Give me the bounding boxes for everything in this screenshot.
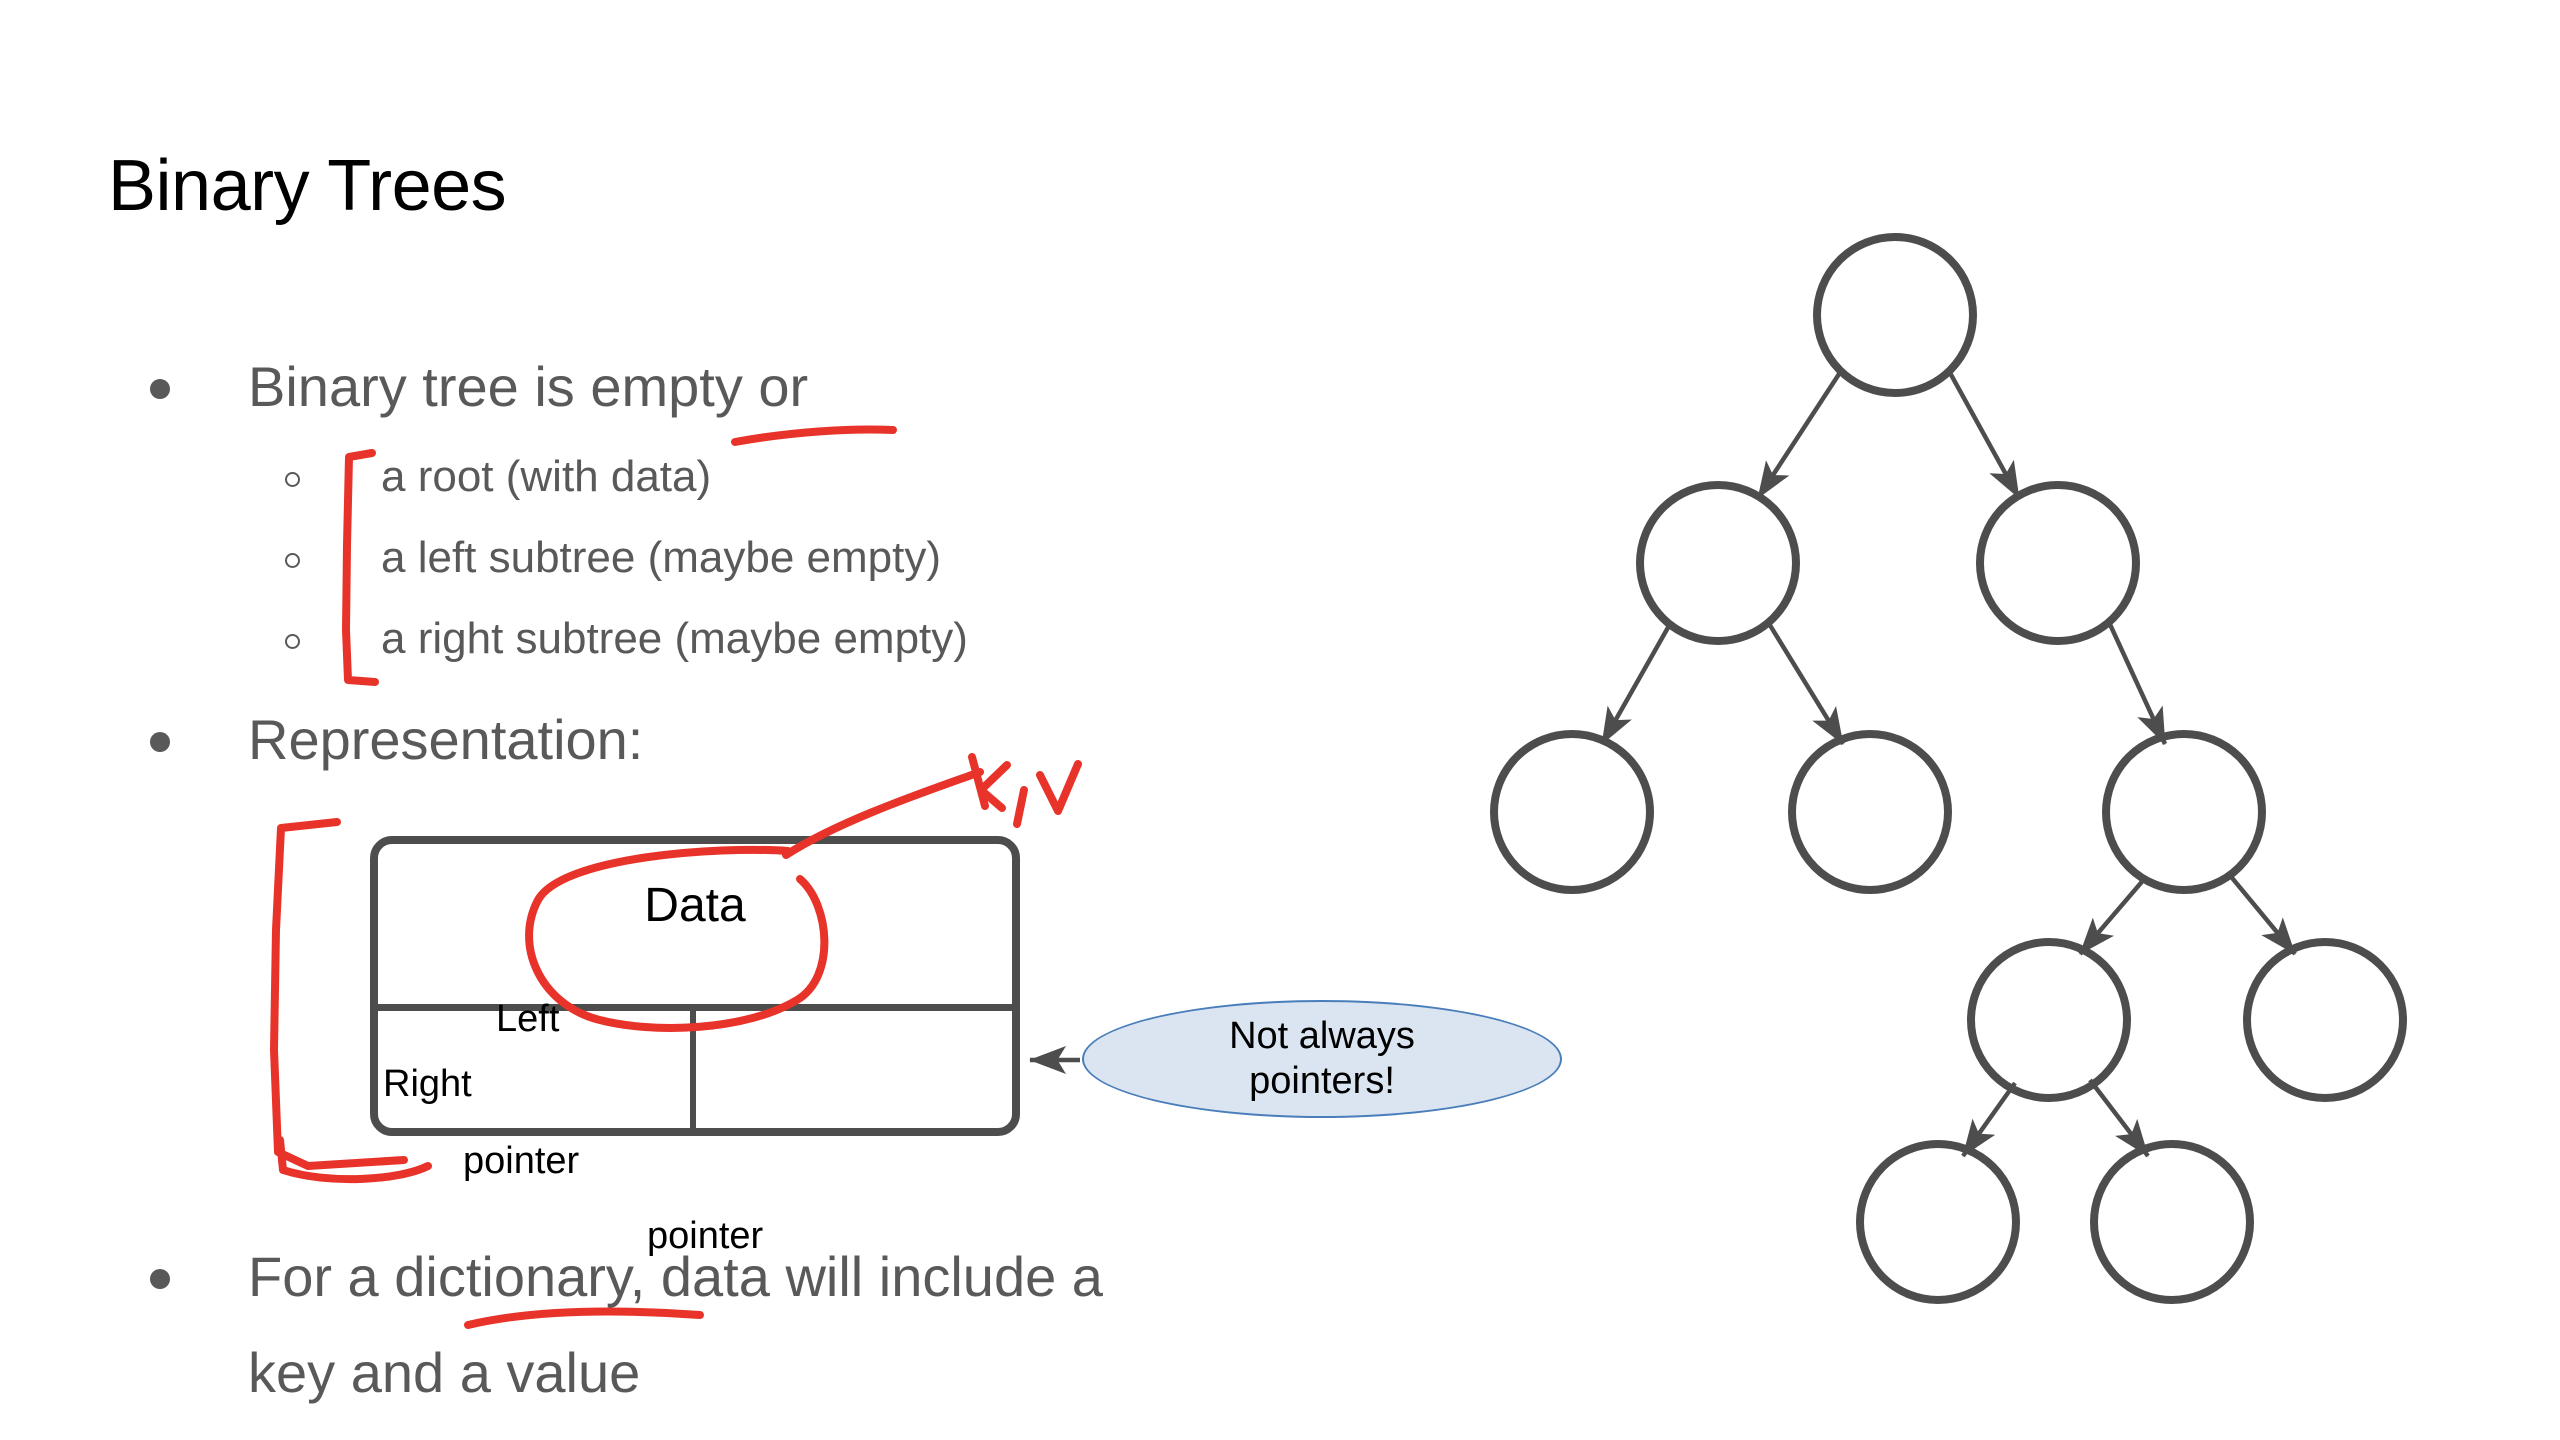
tree-node xyxy=(1976,481,2140,645)
bullet-label: a left subtree (maybe empty) xyxy=(381,533,942,582)
sub-bullet-circle-icon xyxy=(285,553,300,568)
tree-edge-n7-n10 xyxy=(2088,1078,2150,1158)
tree-edge-n3-n6 xyxy=(2105,619,2168,745)
binary-tree-diagram xyxy=(1490,233,2407,1304)
callout-label: Not always pointers! xyxy=(1229,1015,1415,1102)
bullet-label: Representation: xyxy=(248,708,644,771)
node-pointer-label-1: pointer xyxy=(463,1140,580,1182)
tree-node xyxy=(1636,481,1800,645)
tree-node xyxy=(1967,938,2131,1102)
sub-bullet-circle-icon xyxy=(285,634,300,649)
underline-dictionary-annotation xyxy=(464,1307,704,1329)
swoosh-pointer-annotation xyxy=(276,1136,432,1184)
bullet-label: Binary tree is empty or xyxy=(248,355,809,418)
bullet-dot-icon xyxy=(150,732,170,752)
node-right-label: Right xyxy=(383,1063,472,1105)
callout-not-always-pointers: Not always pointers! xyxy=(1082,1000,1562,1118)
tree-node xyxy=(2090,1140,2254,1304)
handwritten-kv-annotation xyxy=(968,753,1082,828)
tree-edge-n7-n9 xyxy=(1961,1081,2017,1158)
tree-node xyxy=(1788,730,1952,894)
bullet-dot-icon xyxy=(150,379,170,399)
tree-edge-n6-n8 xyxy=(2226,871,2297,956)
bullet-label: a right subtree (maybe empty) xyxy=(381,614,968,663)
tree-node xyxy=(1490,730,1654,894)
bullet-dot-icon xyxy=(150,1269,170,1289)
tree-edges xyxy=(1600,369,2297,1158)
bracket-subtree-list-annotation xyxy=(342,449,379,686)
bullet-key-and-value-continuation: key and a value xyxy=(248,1341,641,1404)
tree-edge-n1-n3 xyxy=(1947,369,2021,500)
tree-node xyxy=(1813,233,1977,397)
tree-node xyxy=(2243,938,2407,1102)
node-left-label: Left xyxy=(496,998,560,1040)
tree-edge-n1-n2 xyxy=(1756,369,1843,500)
bullet-label: a root (with data) xyxy=(381,452,712,501)
page-title: Binary Trees xyxy=(108,146,507,226)
underline-empty-annotation xyxy=(731,425,897,446)
tree-edge-n6-n7 xyxy=(2078,875,2148,956)
tree-edge-n2-n5 xyxy=(1766,620,1845,746)
node-pointer-label-2: pointer xyxy=(647,1215,764,1257)
tree-node xyxy=(1856,1140,2020,1304)
node-box-vertical-divider xyxy=(690,1004,696,1128)
tree-edge-n2-n4 xyxy=(1600,622,1672,746)
tree-node xyxy=(2102,730,2266,894)
bullet-label: For a dictionary, data will include a xyxy=(248,1245,1103,1308)
node-data-label: Data xyxy=(644,879,746,932)
sub-bullet-circle-icon xyxy=(285,472,300,487)
